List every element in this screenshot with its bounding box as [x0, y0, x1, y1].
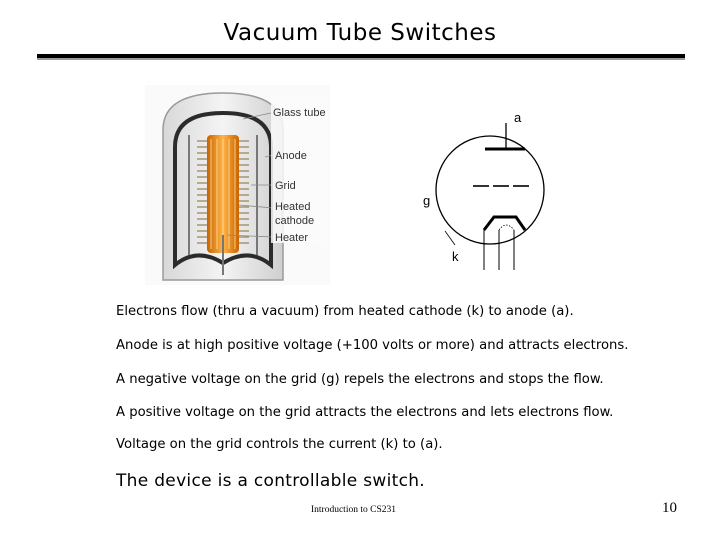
cathode-symbol: [482, 215, 527, 231]
tube-envelope-circle: [435, 135, 545, 245]
label-grid-g: g: [423, 193, 430, 208]
slide-title: Vacuum Tube Switches: [223, 20, 497, 46]
body-line-3: A negative voltage on the grid (g) repel…: [116, 372, 604, 387]
body-line-2: Anode is at high positive voltage (+100 …: [116, 338, 629, 353]
title-divider: [37, 54, 685, 60]
label-glass-tube: Glass tube: [273, 107, 326, 119]
anode-plate: [173, 110, 273, 270]
label-heater: Heater: [275, 232, 308, 244]
label-anode: Anode: [275, 150, 307, 162]
body-line-1: Electrons flow (thru a vacuum) from heat…: [116, 304, 574, 319]
vacuum-tube-illustration: Glass tube Anode Grid Heated cathode Hea…: [145, 85, 330, 285]
label-heated: Heated: [275, 201, 310, 213]
triode-schematic: a g k: [423, 110, 545, 270]
slide-number: 10: [662, 500, 677, 516]
body-line-5: Voltage on the grid controls the current…: [116, 437, 443, 452]
body-line-4: A positive voltage on the grid attracts …: [116, 405, 614, 420]
label-cathode: cathode: [275, 215, 314, 227]
label-grid: Grid: [275, 180, 296, 192]
conclusion-text: The device is a controllable switch.: [116, 471, 425, 491]
label-anode-a: a: [514, 110, 522, 125]
footer-course-label: Introduction to CS231: [311, 505, 396, 515]
label-cathode-k: k: [452, 249, 459, 264]
